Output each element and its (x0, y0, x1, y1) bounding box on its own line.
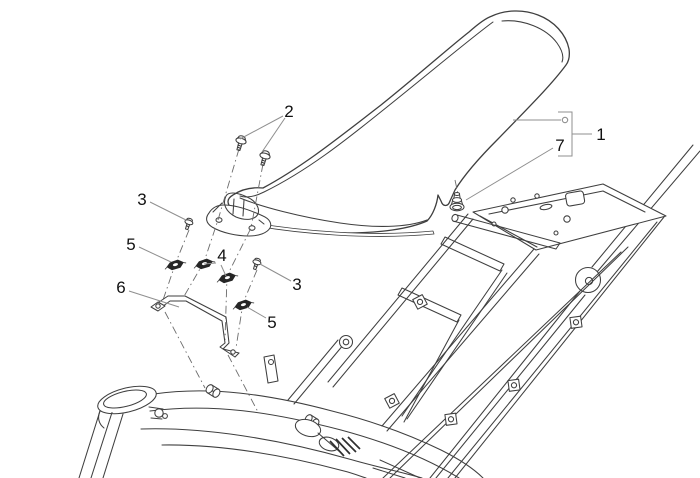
leader-3-right (259, 263, 292, 282)
leader-5-left (138, 246, 172, 263)
ladder-tube-left (327, 213, 474, 388)
lower-corner-rail (372, 459, 421, 478)
callout-label-6: 6 (116, 278, 125, 297)
saddle-base-edge (248, 221, 435, 237)
main-frame (78, 334, 484, 478)
center-line-bolt-right (224, 163, 264, 341)
rail-outer-lower (429, 290, 586, 478)
latch-hole-left (215, 217, 223, 223)
leader-3-left (149, 201, 187, 221)
ladder-brace-1 (401, 269, 508, 420)
leader-5-right (246, 306, 267, 319)
center-line-bracket-left-foot (164, 311, 206, 389)
frame-mid-sweep (149, 407, 460, 478)
leader-4a (203, 262, 217, 265)
saddle (227, 10, 571, 237)
callout-label-1: 1 (596, 125, 605, 144)
mount-tab-2 (504, 376, 523, 395)
buffer-base-inner (452, 204, 462, 211)
support-bracket (150, 295, 240, 358)
ladder-rung-1 (440, 236, 505, 272)
bracket-right-foot-hole (230, 349, 236, 355)
plate-slot (539, 203, 553, 211)
plate-hole-2 (563, 215, 571, 223)
bracket-outer-edge (155, 295, 240, 354)
saddle-top-seam (239, 21, 494, 198)
hanger-tab-hole (267, 358, 275, 366)
latch-joins (212, 202, 265, 225)
callout-leader-lines (128, 115, 554, 319)
down-tube (78, 410, 124, 478)
clip-nuts (163, 256, 256, 312)
rail-inner (382, 246, 629, 478)
head-underside (98, 410, 105, 429)
clip-nut-center-lower (215, 270, 240, 285)
pivot-washer-hole (342, 338, 350, 346)
linkage-body (294, 418, 322, 438)
head-tube-inner (103, 389, 147, 409)
plate-hole-6 (553, 230, 559, 236)
callout-label-4: 4 (217, 246, 226, 265)
latch-pocket (223, 192, 259, 220)
rear-subframe (327, 144, 700, 478)
buffer-stem-top (453, 191, 461, 197)
callout-label-5-right: 5 (267, 313, 276, 332)
leader-2b (261, 117, 286, 153)
frame-bottom-sweep (161, 444, 367, 478)
callout-label-5-left: 5 (126, 235, 135, 254)
grab-bar (452, 214, 561, 250)
bracket-inner-edge (158, 300, 236, 358)
head-lug (154, 408, 164, 418)
saddle-latch-plate (206, 192, 272, 237)
leader-6 (128, 290, 180, 308)
bracket-end-caps (155, 303, 240, 358)
plate-hole-1 (501, 206, 509, 214)
mount-tab-5 (383, 392, 401, 410)
top-plate-front-lip (479, 215, 538, 248)
center-line-buffer (454, 179, 459, 195)
head-lug-lines (148, 406, 164, 420)
rail-middle (447, 216, 665, 478)
callout-label-3-right: 3 (292, 275, 301, 294)
center-line-bracket-right-foot (227, 354, 259, 413)
ladder-rung-2 (397, 287, 462, 323)
saddle-outline (227, 10, 571, 234)
plate-hole-4 (510, 197, 516, 203)
bracket-left-foot-hole (155, 303, 161, 309)
linkage-hatch (329, 436, 361, 457)
bolt-right (256, 149, 272, 168)
callout-label-7: 7 (555, 136, 564, 155)
plate-hole-3 (534, 193, 540, 199)
buffer-collar (451, 197, 463, 203)
callout-label-2: 2 (284, 102, 293, 121)
leader-4b (220, 264, 227, 277)
hanger-tab (263, 354, 279, 384)
frame-top-sweep (153, 390, 484, 478)
leader-7 (465, 147, 554, 201)
leader-1-dot (561, 116, 569, 124)
frame-diagonal-tube (287, 339, 345, 405)
saddle-side-seam (239, 197, 428, 227)
frame-lower-sweep (140, 428, 423, 478)
center-line-bolt-left (182, 148, 240, 299)
bolt-left (232, 134, 248, 153)
top-plate-square-hole (565, 190, 586, 207)
top-plate-inner-edge (488, 190, 646, 215)
saddle-rear-seam (501, 20, 564, 63)
linkage-arm (318, 436, 340, 452)
latch-ribs (232, 198, 245, 217)
leader-2a (239, 115, 284, 140)
rail-lobe-hole (584, 276, 594, 286)
fixing-bolts (232, 134, 272, 168)
callout-label-3-left: 3 (137, 190, 146, 209)
head-lug-pin (162, 413, 168, 419)
ladder-brace-2 (403, 319, 460, 423)
head-tube-top (97, 385, 157, 415)
callout-1-bracket (513, 111, 592, 157)
rubber-buffer (449, 191, 465, 212)
